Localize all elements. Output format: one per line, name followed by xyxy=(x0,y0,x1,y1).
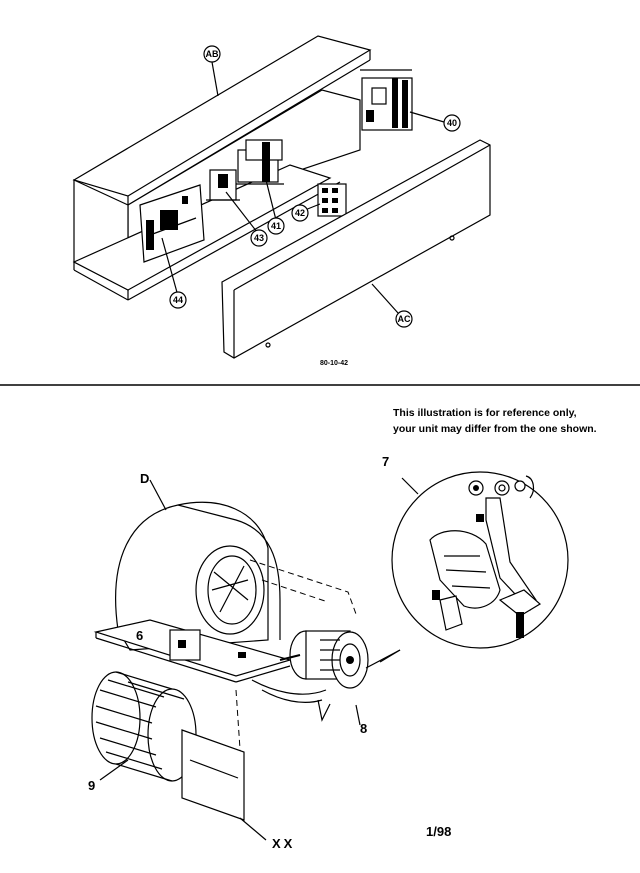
contactor xyxy=(360,69,413,131)
svg-text:41: 41 xyxy=(271,221,281,231)
svg-text:44: 44 xyxy=(173,295,183,305)
blower-wheel xyxy=(91,671,197,782)
revision-date: 1/98 xyxy=(426,824,451,839)
detail-circle-mount xyxy=(379,471,569,663)
label-d: D xyxy=(140,471,149,486)
control-board xyxy=(139,184,205,263)
label-xx: XX xyxy=(272,836,295,851)
label-9: 9 xyxy=(88,778,95,793)
terminal-block xyxy=(317,183,347,217)
drawing-number: 80-10-42 xyxy=(320,360,348,367)
front-cover-panel xyxy=(221,139,491,359)
svg-text:43: 43 xyxy=(254,233,264,243)
callout-41: 41 xyxy=(267,217,285,235)
svg-text:AB: AB xyxy=(206,49,219,59)
reference-note-line2: your unit may differ from the one shown. xyxy=(393,423,597,435)
blower-motor xyxy=(251,630,401,726)
svg-text:40: 40 xyxy=(447,118,457,128)
svg-text:42: 42 xyxy=(295,208,305,218)
callout-42: 42 xyxy=(291,204,309,222)
callout-43: 43 xyxy=(250,229,268,247)
label-6: 6 xyxy=(136,628,143,643)
callout-ac: AC xyxy=(395,310,413,328)
reference-note-line1: This illustration is for reference only, xyxy=(393,407,577,419)
label-8: 8 xyxy=(360,721,367,736)
callout-ab: AB xyxy=(203,45,221,63)
control-box-assembly: AB 40 41 42 43 44 AC 80-10-42 xyxy=(72,35,491,367)
svg-text:AC: AC xyxy=(398,314,411,324)
blower-assembly xyxy=(91,471,569,841)
callout-44: 44 xyxy=(169,291,187,309)
relay xyxy=(206,169,240,201)
callout-40: 40 xyxy=(443,114,461,132)
label-7: 7 xyxy=(382,454,389,469)
transformer xyxy=(236,139,284,185)
